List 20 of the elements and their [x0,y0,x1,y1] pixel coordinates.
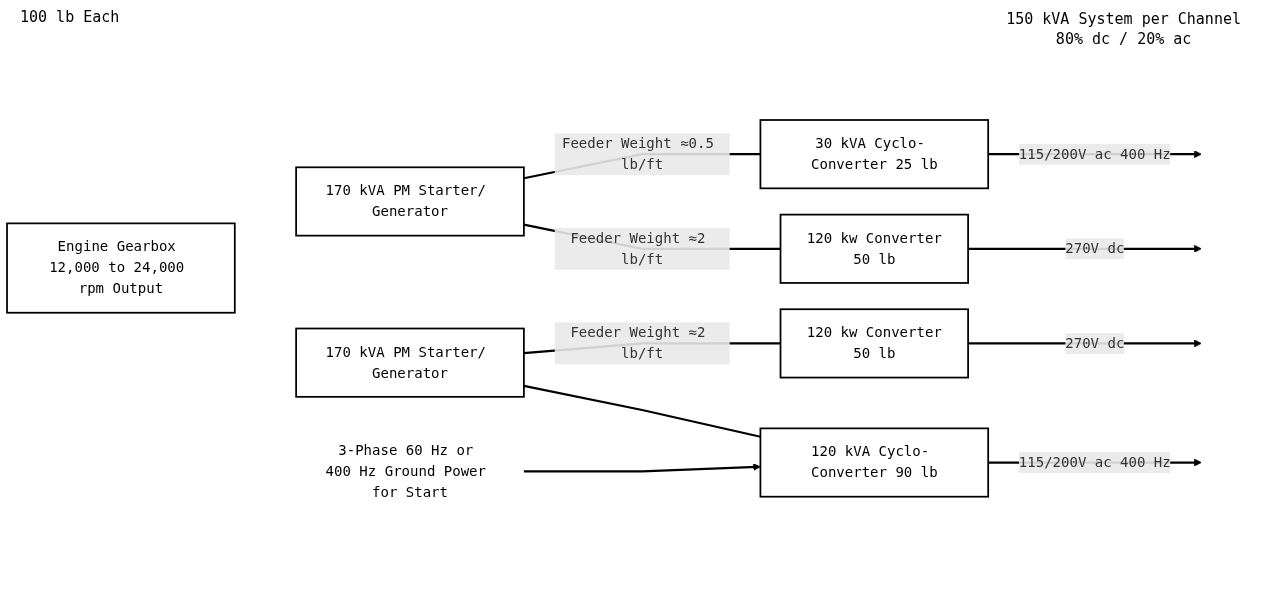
node-box: 30 kVA Cyclo- Converter 25 lb [759,118,990,189]
edge-label: 270V dc [1065,334,1125,351]
connector [523,384,761,438]
edge-label: Feeder Weight ≈0.5 lb/ft [561,134,714,173]
edge-label: Feeder Weight ≈2 lb/ft [570,229,706,267]
node-box: 120 kw Converter 50 lb [779,307,969,378]
edge-label: 115/200V ac 400 Hz [1018,144,1171,162]
note-text: 80% dc / 20% ac [1054,30,1193,48]
node-box: 170 kVA PM Starter/ Generator [295,327,525,398]
node-box: 170 kVA PM Starter/ Generator [295,165,525,236]
edge-label: 115/200V ac 400 Hz [1018,453,1171,470]
edge-label: 270V dc [1065,239,1125,257]
node-box: 120 kVA Cyclo- Converter 90 lb [759,427,990,498]
node-text: 3-Phase 60 Hz or 400 Hz Ground Power for Start [325,441,486,500]
edge-label: Feeder Weight ≈2 lb/ft [570,323,706,362]
arrow [523,462,761,472]
node-box: 120 kw Converter 50 lb [779,213,969,284]
note-text: 150 kVA System per Channel [1006,10,1241,28]
node-box: Engine Gearbox 12,000 to 24,000 rpm Output [6,222,236,314]
note-text: 100 lb Each [20,8,120,26]
